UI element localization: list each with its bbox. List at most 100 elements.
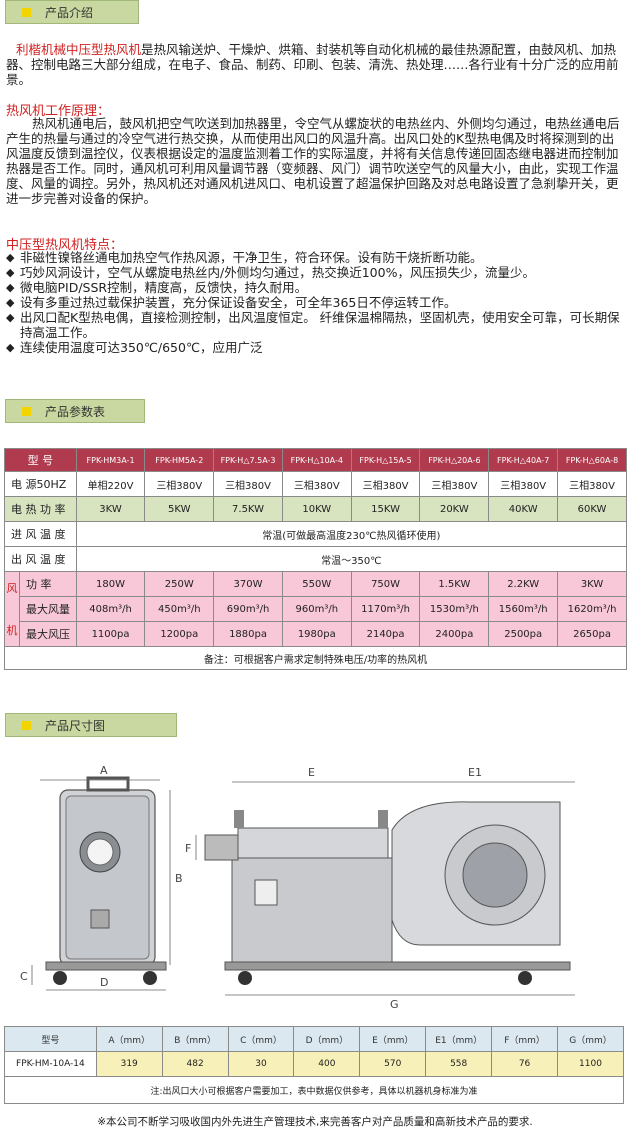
power-cell: 三相380V — [557, 471, 627, 497]
fan-power-label: 功 率 — [18, 571, 77, 597]
dims-value-cell: 482 — [161, 1051, 229, 1077]
dim-label-a: A — [100, 764, 108, 777]
max-press-cell: 2140pa — [350, 621, 421, 647]
model-label: 型 号 — [4, 448, 77, 472]
max-press-cell: 1200pa — [144, 621, 215, 647]
params-note: 备注：可根据客户需求定制特殊电压/功率的热风机 — [4, 646, 627, 670]
params-note-row: 备注：可根据客户需求定制特殊电压/功率的热风机 — [4, 646, 627, 670]
max-flow-cell: 1560m³/h — [488, 596, 559, 622]
dims-header-cell: 型号 — [4, 1026, 97, 1052]
fan-char-1: 风 — [6, 582, 18, 595]
max-flow-cell: 690m³/h — [213, 596, 283, 622]
max-press-cell: 2500pa — [488, 621, 559, 647]
dims-header-cell: G（mm） — [557, 1026, 624, 1052]
dims-header-cell: B（mm） — [161, 1026, 229, 1052]
fan-power-cell: 2.2KW — [488, 571, 559, 597]
model-cell: FPK-HM5A-2 — [144, 448, 215, 472]
heat-cell: 20KW — [419, 496, 490, 522]
dims-value-cell: 558 — [425, 1051, 493, 1077]
principle-title: 热风机工作原理： — [6, 104, 111, 119]
power-cell: 三相380V — [488, 471, 559, 497]
power-cell: 三相380V — [350, 471, 421, 497]
feature-item: 连续使用温度可达350℃/650℃，应用广泛 — [6, 340, 626, 355]
heat-cell: 7.5KW — [213, 496, 283, 522]
fan-power-row: 风机 功 率 180W 250W 370W 550W 750W 1.5KW 2.… — [4, 571, 627, 647]
dims-header-cell: D（mm） — [293, 1026, 361, 1052]
heat-cell: 15KW — [350, 496, 421, 522]
model-cell: FPK-H△60A-8 — [557, 448, 627, 472]
section-intro-label: 产品介绍 — [45, 5, 94, 20]
max-flow-cell: 1170m³/h — [350, 596, 421, 622]
square-bullet-icon — [22, 7, 31, 17]
model-cell: FPK-H△40A-7 — [488, 448, 559, 472]
power-cell: 三相380V — [213, 471, 283, 497]
max-press-cell: 1980pa — [281, 621, 352, 647]
model-cell: FPK-H△15A-5 — [350, 448, 421, 472]
fan-power-cell: 250W — [144, 571, 215, 597]
dims-model-cell: FPK-HM-10A-14 — [4, 1051, 97, 1077]
heat-cell: 60KW — [557, 496, 627, 522]
intro-highlight: 利楷机械中压型热风机 — [16, 42, 142, 57]
heat-cell: 3KW — [75, 496, 146, 522]
dims-header-cell: C（mm） — [227, 1026, 295, 1052]
power-cell: 三相380V — [144, 471, 215, 497]
heat-label: 电 热 功 率 — [4, 496, 77, 522]
square-bullet-icon — [22, 720, 31, 730]
max-flow-label: 最大风量 — [18, 596, 77, 622]
dim-label-c: C — [20, 970, 28, 983]
max-flow-cell: 960m³/h — [281, 596, 352, 622]
max-press-cell: 2400pa — [419, 621, 490, 647]
dims-value-cell: 76 — [491, 1051, 558, 1077]
params-header-row: 型 号 FPK-HM3A-1 FPK-HM5A-2 FPK-H△7.5A-3 F… — [4, 448, 627, 472]
max-press-label: 最大风压 — [18, 621, 77, 647]
dims-table: 型号 A（mm） B（mm） C（mm） D（mm） E（mm） E1（mm） … — [4, 1026, 624, 1104]
section-params-label: 产品参数表 — [45, 404, 106, 419]
feature-item: 巧妙风洞设计，空气从螺旋电热丝内/外侧均匀通过，热交换近100%，风压损失少，流… — [6, 265, 626, 280]
dim-label-e1: E1 — [468, 766, 482, 779]
dims-value-cell: 30 — [227, 1051, 295, 1077]
max-press-row: 最大风压 1100pa 1200pa 1880pa 1980pa 2140pa … — [5, 621, 627, 647]
fan-power-cell: 3KW — [557, 571, 627, 597]
out-temp-row: 出 风 温 度 常温～350℃ — [4, 546, 628, 572]
dims-header-row: 型号 A（mm） B（mm） C（mm） D（mm） E（mm） E1（mm） … — [4, 1026, 624, 1052]
power-cell: 三相380V — [281, 471, 352, 497]
in-temp-row: 进 风 温 度 常温(可做最高温度230℃热风循环使用) — [4, 521, 628, 547]
feature-item: 非磁性镍铬丝通电加热空气作热风源，干净卫生，符合环保。设有防干烧折断功能。 — [6, 250, 626, 265]
max-press-cell: 1880pa — [213, 621, 283, 647]
dims-note: 注:出风口大小可根据客户需要加工，表中数据仅供参考，具体以机器机身标准为准 — [4, 1076, 624, 1104]
dims-value-cell: 319 — [95, 1051, 163, 1077]
max-flow-row: 最大风量 408m³/h 450m³/h 690m³/h 960m³/h 117… — [5, 596, 627, 622]
dim-label-e: E — [308, 766, 315, 779]
intro-text: 是热风输送炉、干燥炉、烘箱、封装机等自动化机械的最佳热源配置，由鼓风机、加热器、… — [6, 42, 619, 87]
section-dims-label: 产品尺寸图 — [45, 718, 106, 733]
dimension-drawing: A B C D E E1 F G — [20, 764, 575, 1010]
heat-row: 电 热 功 率 3KW 5KW 7.5KW 10KW 15KW 20KW 40K… — [4, 496, 627, 522]
fan-power-cell: 1.5KW — [419, 571, 490, 597]
dims-header-cell: E1（mm） — [425, 1026, 493, 1052]
max-press-cell: 1100pa — [75, 621, 146, 647]
dim-label-d: D — [100, 976, 108, 989]
feature-item: 微电脑PID/SSR控制，精度高，反馈快，持久耐用。 — [6, 280, 626, 295]
square-bullet-icon — [22, 406, 31, 416]
max-flow-cell: 408m³/h — [75, 596, 146, 622]
feature-item: 设有多重过热过载保护装置，充分保证设备安全，可全年365日不停运转工作。 — [6, 295, 626, 310]
dims-header-cell: E（mm） — [359, 1026, 427, 1052]
front-view — [45, 776, 167, 985]
params-table: 型 号 FPK-HM3A-1 FPK-HM5A-2 FPK-H△7.5A-3 F… — [4, 448, 628, 670]
dims-value-cell: 400 — [293, 1051, 361, 1077]
dim-label-f: F — [185, 842, 191, 855]
section-intro-header: 产品介绍 — [5, 0, 139, 24]
dims-note-row: 注:出风口大小可根据客户需要加工，表中数据仅供参考，具体以机器机身标准为准 — [4, 1076, 624, 1104]
max-flow-cell: 1530m³/h — [419, 596, 490, 622]
model-cell: FPK-HM3A-1 — [75, 448, 146, 472]
in-temp-value: 常温(可做最高温度230℃热风循环使用) — [75, 521, 628, 547]
feature-item: 出风口配K型热电偶，直接检测控制，出风温度恒定。 纤维保温棉隔热，坚固机壳，使用… — [6, 310, 626, 340]
fan-power-cell: 370W — [213, 571, 283, 597]
fan-power-cell: 750W — [350, 571, 421, 597]
dims-header-cell: A（mm） — [95, 1026, 163, 1052]
power-label: 电 源50HZ — [4, 471, 77, 497]
dim-label-b: B — [175, 872, 183, 885]
power-cell: 三相380V — [419, 471, 490, 497]
principle-paragraph: 热风机通电后，鼓风机把空气吹送到加热器里，令空气从螺旋状的电热丝内、外侧均匀通过… — [6, 116, 620, 206]
section-params-header: 产品参数表 — [5, 399, 145, 423]
